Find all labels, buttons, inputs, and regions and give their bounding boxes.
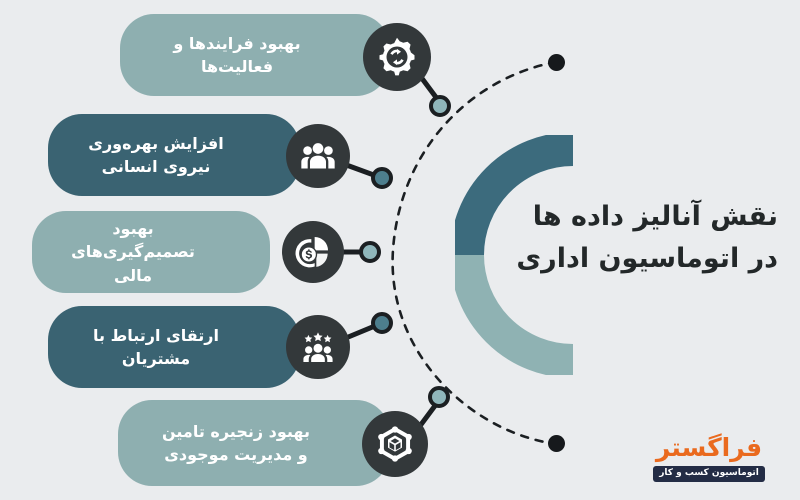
item-financial-decisions[interactable]: بهبود تصمیم‌گیری‌های مالی bbox=[32, 211, 270, 293]
brand-logo[interactable]: فراگستر اتوماسیون کسب و کار bbox=[636, 435, 782, 482]
endpoint-dot-top bbox=[548, 54, 565, 71]
item-label: بهبود فرایندها و فعالیت‌ها bbox=[173, 33, 301, 76]
endpoint-dot-bottom bbox=[548, 435, 565, 452]
item-label-line-1: بهبود زنجیره تامین bbox=[161, 421, 310, 441]
people-group-icon[interactable] bbox=[286, 124, 350, 188]
customer-rating-icon[interactable] bbox=[286, 315, 350, 379]
brand-arc-svg bbox=[455, 135, 574, 375]
brand-name: فراگستر bbox=[655, 433, 763, 462]
arc-top-segment bbox=[455, 135, 574, 255]
item-customer-relations[interactable]: ارتقای ارتباط با مشتریان bbox=[48, 306, 300, 388]
page-title-line-2: در اتوماسیون اداری bbox=[516, 242, 778, 274]
pie-chart-dollar-icon[interactable] bbox=[282, 221, 344, 283]
brand-arc bbox=[455, 135, 595, 375]
item-supply-chain[interactable]: بهبود زنجیره تامین و مدیریت موجودی bbox=[118, 400, 390, 486]
item-process-improvement[interactable]: بهبود فرایندها و فعالیت‌ها bbox=[120, 14, 390, 96]
page-title: نقش آنالیز داده ها در اتوماسیون اداری bbox=[448, 196, 778, 280]
item-label: ارتقای ارتباط با مشتریان bbox=[93, 325, 219, 368]
page-title-line-1: نقش آنالیز داده ها bbox=[532, 201, 778, 232]
arc-bottom-segment bbox=[455, 255, 574, 375]
item-label: بهبود تصمیم‌گیری‌های مالی bbox=[71, 219, 195, 285]
gear-refresh-icon[interactable] bbox=[363, 23, 431, 91]
item-label: بهبود زنجیره تامین و مدیریت موجودی bbox=[140, 420, 332, 466]
brand-tagline: اتوماسیون کسب و کار bbox=[653, 466, 765, 482]
item-label: افزایش بهره‌وری نیروی انسانی bbox=[88, 133, 224, 176]
item-label-line-2: و مدیریت موجودی bbox=[164, 445, 308, 464]
connector-node-4[interactable] bbox=[371, 312, 393, 334]
connector-node-2[interactable] bbox=[371, 167, 393, 189]
connector-node-1[interactable] bbox=[429, 95, 451, 117]
cube-network-icon[interactable] bbox=[362, 411, 428, 477]
connector-node-3[interactable] bbox=[359, 241, 381, 263]
item-workforce-productivity[interactable]: افزایش بهره‌وری نیروی انسانی bbox=[48, 114, 300, 196]
connector-node-5[interactable] bbox=[428, 386, 450, 408]
